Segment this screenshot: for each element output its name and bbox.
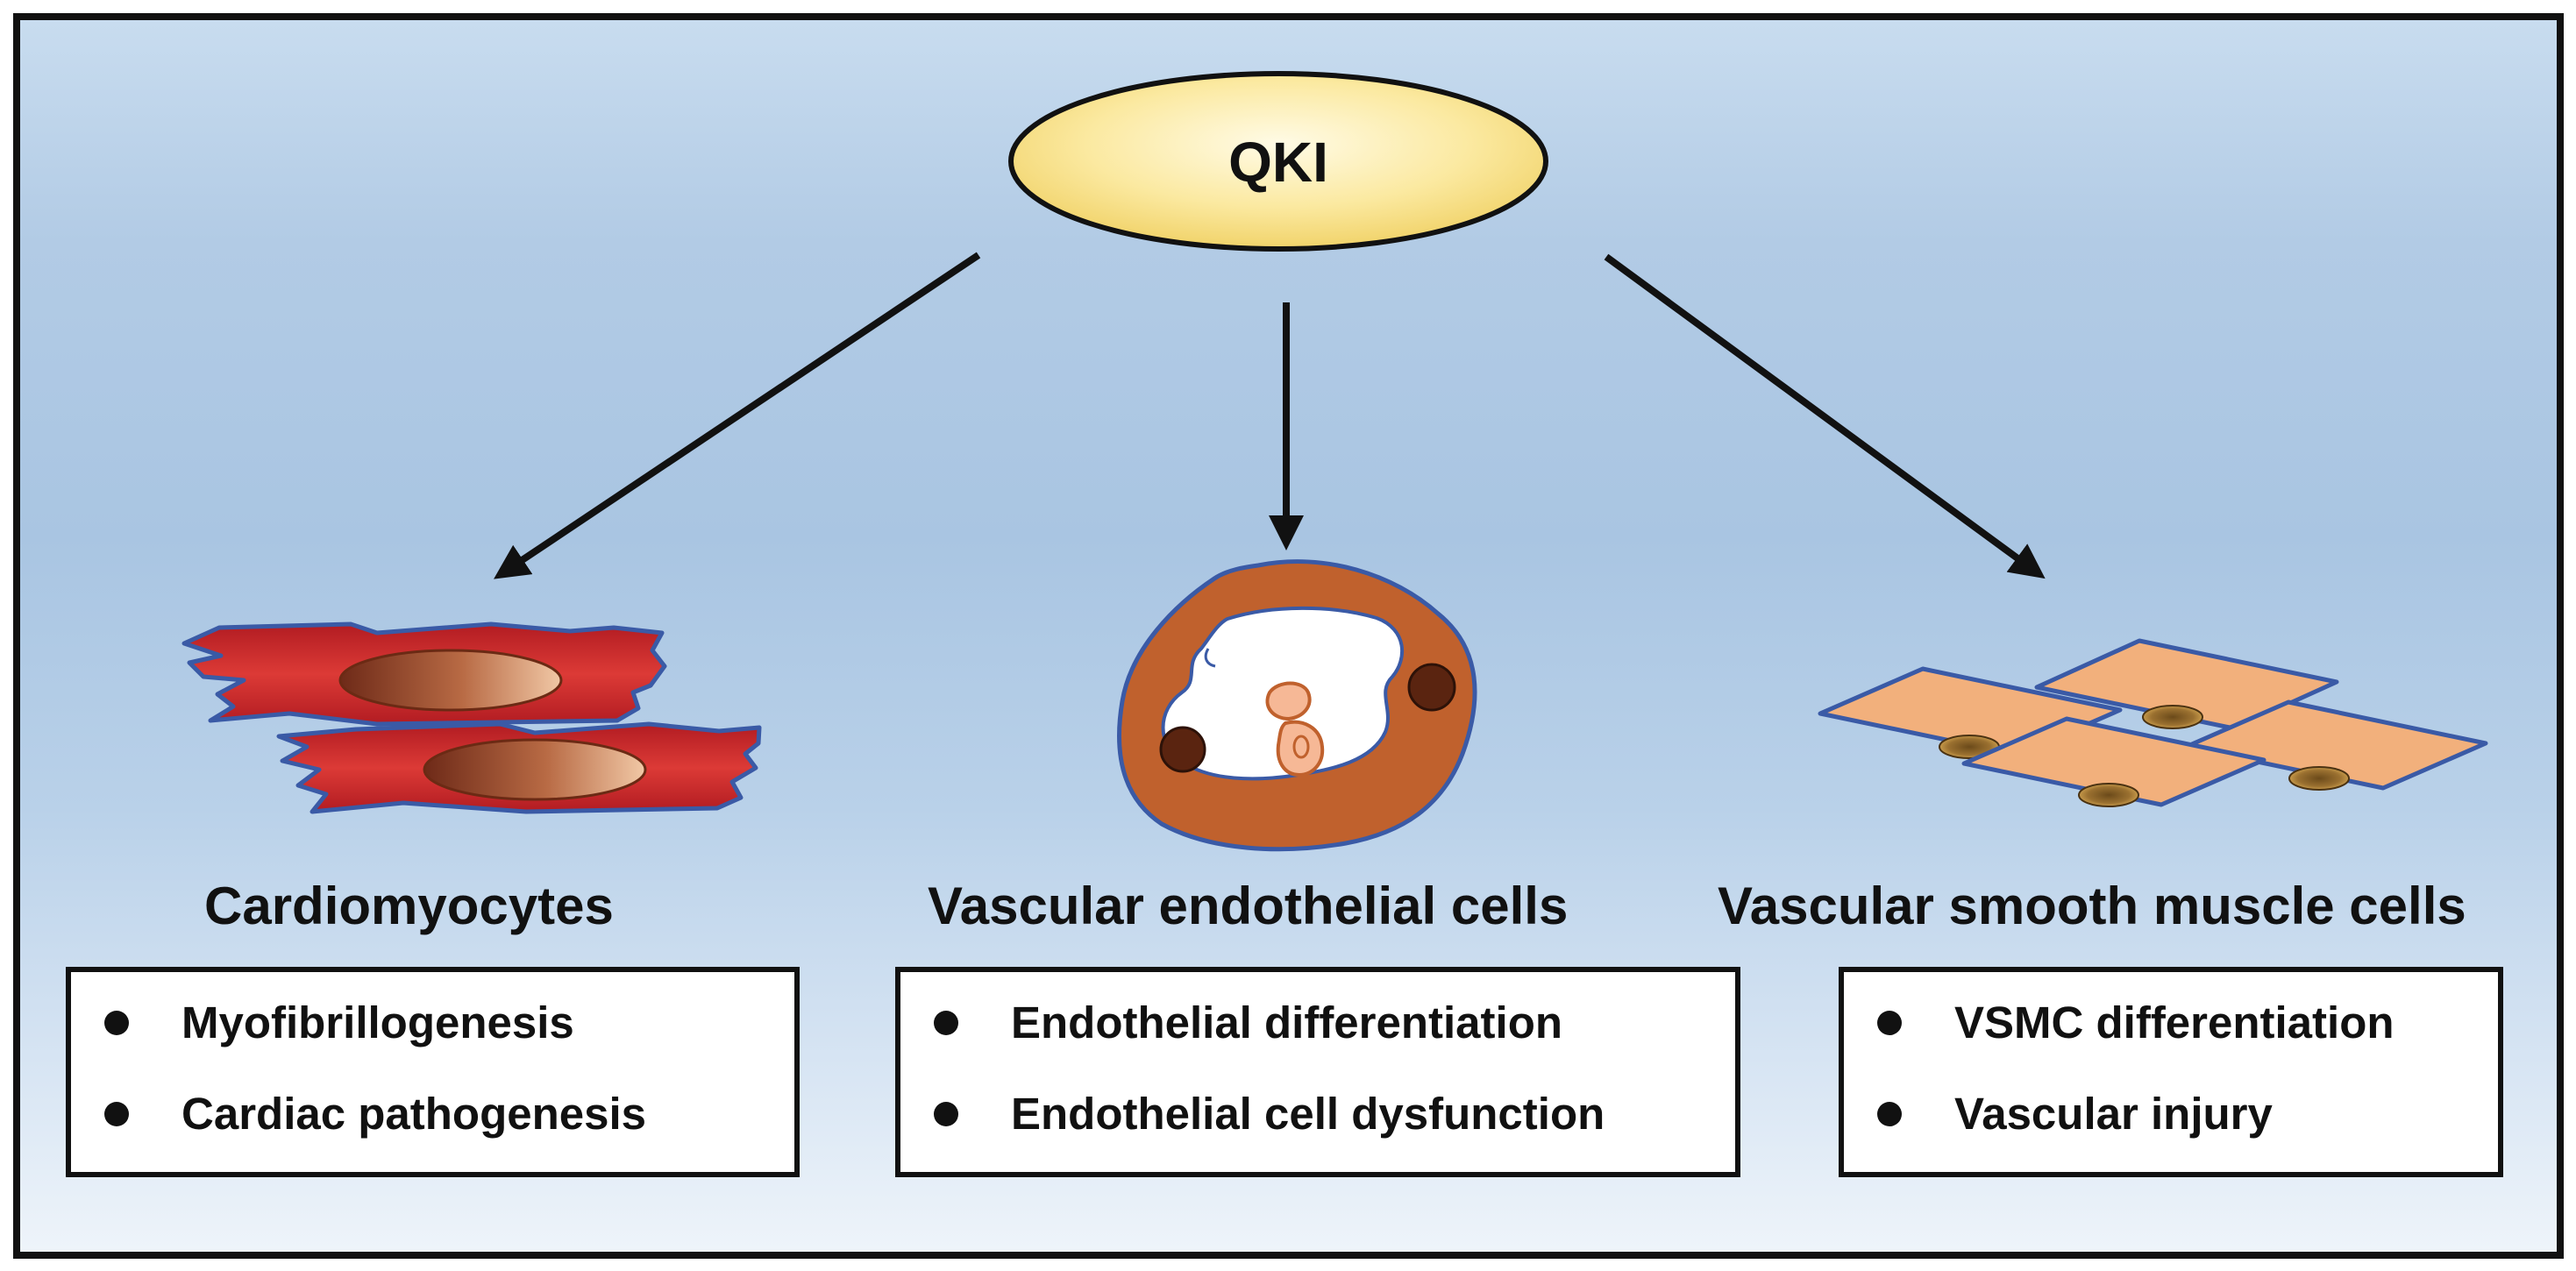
blood-cell-top	[1265, 681, 1312, 721]
endothelial-fold	[1204, 648, 1216, 668]
list-item: VSMC differentiation	[1844, 1000, 2395, 1045]
bullet-icon	[1877, 1010, 1902, 1035]
bullet-icon	[934, 1101, 958, 1126]
qki-node: QKI	[1008, 71, 1548, 252]
bullet-text: VSMC differentiation	[1954, 998, 2395, 1047]
vsmc-title: Vascular smooth muscle cells	[1718, 877, 2466, 935]
list-item: Endothelial differentiation	[900, 1000, 1562, 1045]
bullet-text: Vascular injury	[1954, 1089, 2273, 1139]
qki-ellipse	[1008, 71, 1548, 252]
bullet-icon	[104, 1101, 129, 1126]
list-item: Myofibrillogenesis	[71, 1000, 574, 1045]
arrow-to-vsmc	[1604, 253, 2046, 579]
cardiomyocyte-nucleus-front	[423, 738, 647, 801]
cardiomyocytes-title: Cardiomyocytes	[204, 877, 614, 935]
vsmc-nucleus-back	[2142, 705, 2203, 729]
list-item: Vascular injury	[1844, 1091, 2273, 1136]
bullet-text: Cardiac pathogenesis	[181, 1089, 646, 1139]
bullet-text: Myofibrillogenesis	[181, 998, 574, 1047]
bullet-icon	[934, 1010, 958, 1035]
cardiomyocyte-nucleus-back	[338, 649, 563, 712]
blood-cell-core	[1292, 735, 1310, 759]
endothelial-title: Vascular endothelial cells	[928, 877, 1569, 935]
cardiomyocytes-box: Myofibrillogenesis Cardiac pathogenesis	[66, 967, 800, 1177]
bullet-icon	[1877, 1101, 1902, 1126]
endothelial-box: Endothelial differentiation Endothelial …	[895, 967, 1740, 1177]
blood-cell-bottom	[1276, 720, 1325, 778]
smooth-muscle-cells-icon	[1818, 638, 2488, 807]
vsmc-nucleus-front	[2078, 783, 2139, 807]
vsmc-box: VSMC differentiation Vascular injury	[1839, 967, 2503, 1177]
vsmc-nucleus-right	[2288, 766, 2350, 791]
cardiomyocytes-icon	[181, 621, 762, 814]
bullet-text: Endothelial differentiation	[1011, 998, 1563, 1047]
arrow-to-cardiomyocytes	[494, 252, 981, 579]
bullet-text: Endothelial cell dysfunction	[1011, 1089, 1605, 1139]
qki-label: QKI	[1228, 131, 1328, 194]
list-item: Endothelial cell dysfunction	[900, 1091, 1605, 1136]
bullet-icon	[104, 1010, 129, 1035]
list-item: Cardiac pathogenesis	[71, 1091, 646, 1136]
endothelial-nucleus-right	[1407, 663, 1456, 712]
endothelial-cell-icon	[1116, 559, 1477, 852]
endothelial-nucleus-left	[1159, 726, 1206, 773]
